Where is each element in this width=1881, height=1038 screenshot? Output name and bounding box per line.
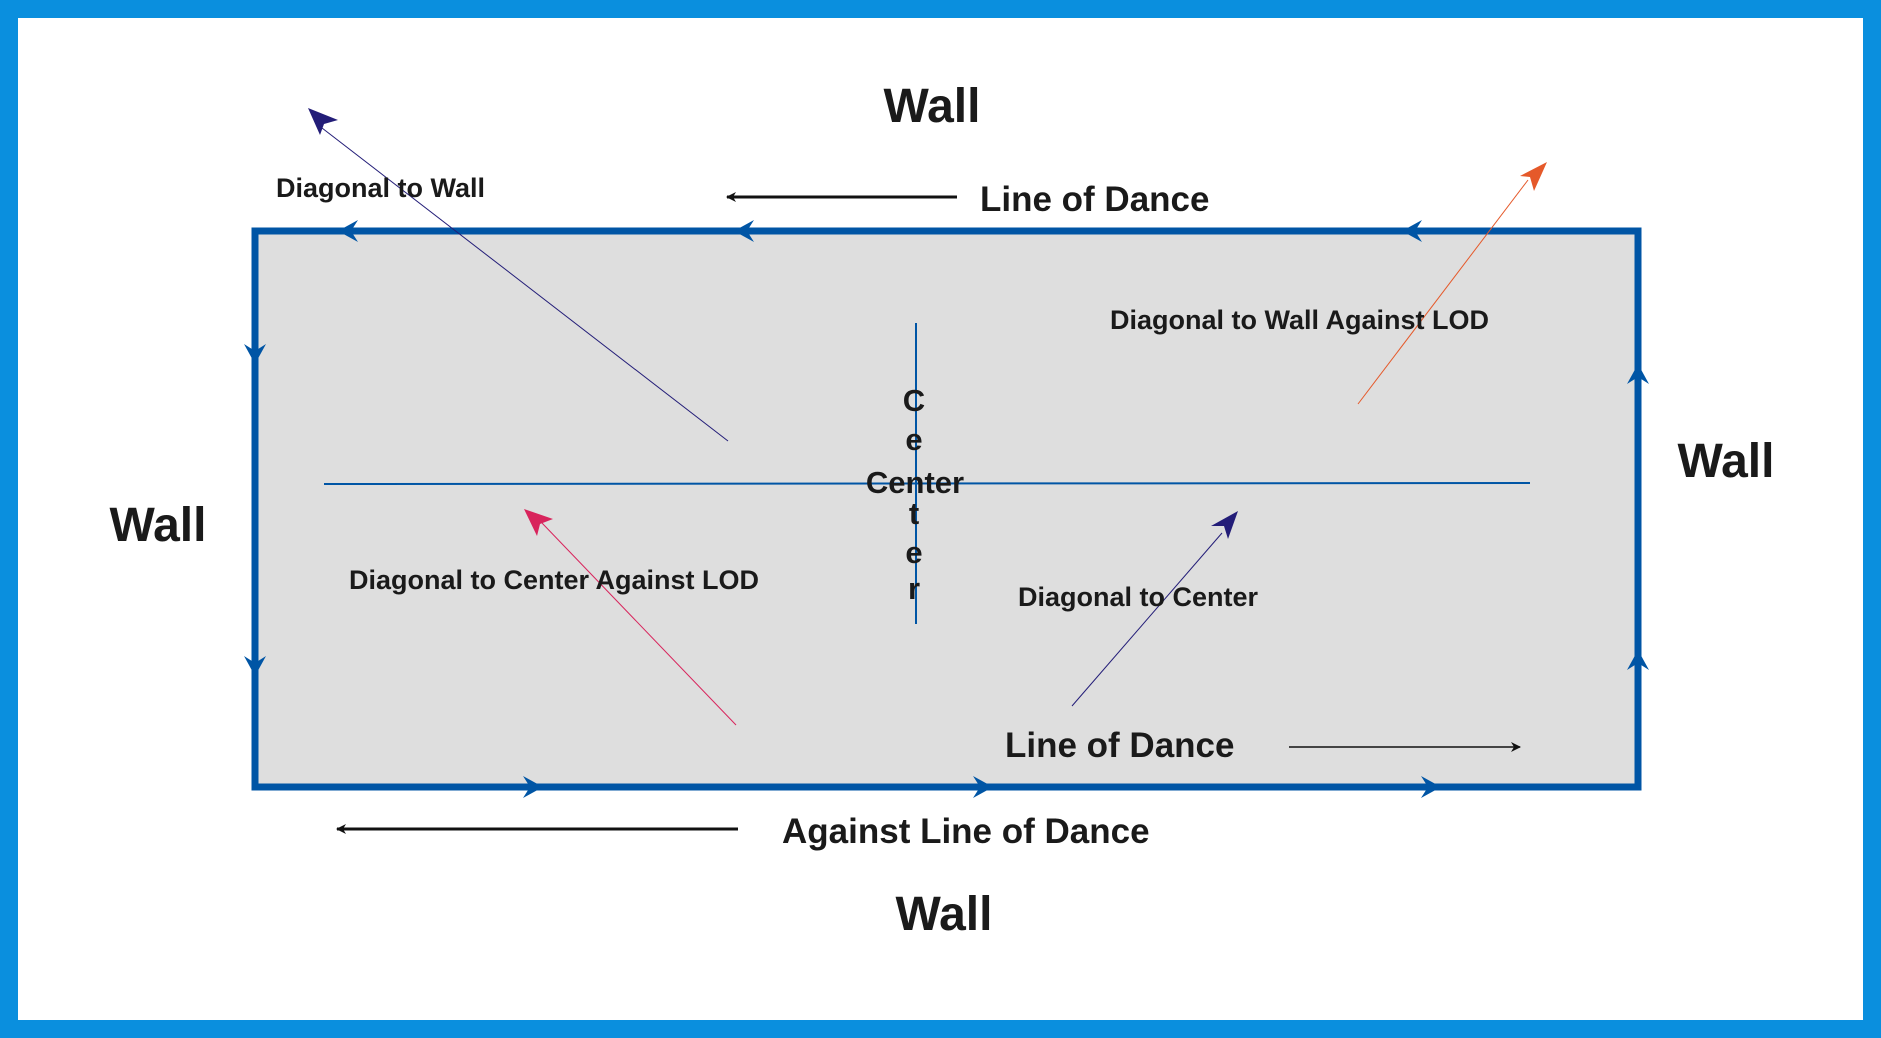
center-horizontal-line: [323, 482, 1531, 485]
center-vertical-letter: C: [903, 383, 925, 418]
floor-direction-chevron: [338, 220, 358, 242]
diagonal-to-center-against-lod-arrow: [524, 509, 737, 726]
diagonal-to-center-against-lod-label: Diagonal to Center Against LOD: [349, 565, 759, 595]
floor-direction-chevron: [1421, 776, 1441, 798]
floor-direction-chevron: [523, 776, 543, 798]
floor-direction-chevron: [1627, 364, 1649, 384]
floor-direction-chevron: [244, 656, 266, 676]
center-vertical-letter: e: [905, 535, 922, 570]
line-of-dance-top-label: Line of Dance: [980, 180, 1209, 219]
center-label: Center: [866, 465, 964, 500]
diagonal-to-center-label: Diagonal to Center: [1018, 582, 1259, 612]
floor-direction-chevron: [734, 220, 754, 242]
wall-label-bottom: Wall: [896, 888, 993, 941]
wall-label-right: Wall: [1678, 435, 1775, 488]
dance-floor: [251, 227, 1642, 791]
against-line-of-dance-label: Against Line of Dance: [782, 812, 1150, 851]
center-vertical-letter: e: [905, 422, 922, 457]
wall-label-top: Wall: [884, 80, 981, 133]
floor-direction-chevron: [1627, 650, 1649, 670]
line-of-dance-bottom-label: Line of Dance: [1005, 726, 1234, 765]
diagonal-to-wall-arrow: [308, 108, 729, 442]
floor-direction-chevron: [1402, 220, 1422, 242]
diagonal-to-wall-against-lod-arrow: [1357, 162, 1547, 405]
floor-direction-chevron: [973, 776, 993, 798]
floor-direction-markers: [244, 220, 1649, 798]
center-vertical-letter: r: [908, 571, 920, 606]
center-vertical-letter: t: [909, 496, 919, 531]
wall-label-left: Wall: [110, 499, 207, 552]
diagonal-to-wall-label: Diagonal to Wall: [276, 173, 485, 203]
diagonal-to-wall-against-lod-label: Diagonal to Wall Against LOD: [1110, 305, 1489, 335]
floor-direction-chevron: [244, 344, 266, 364]
diagonal-to-center-arrow: [1071, 511, 1238, 707]
